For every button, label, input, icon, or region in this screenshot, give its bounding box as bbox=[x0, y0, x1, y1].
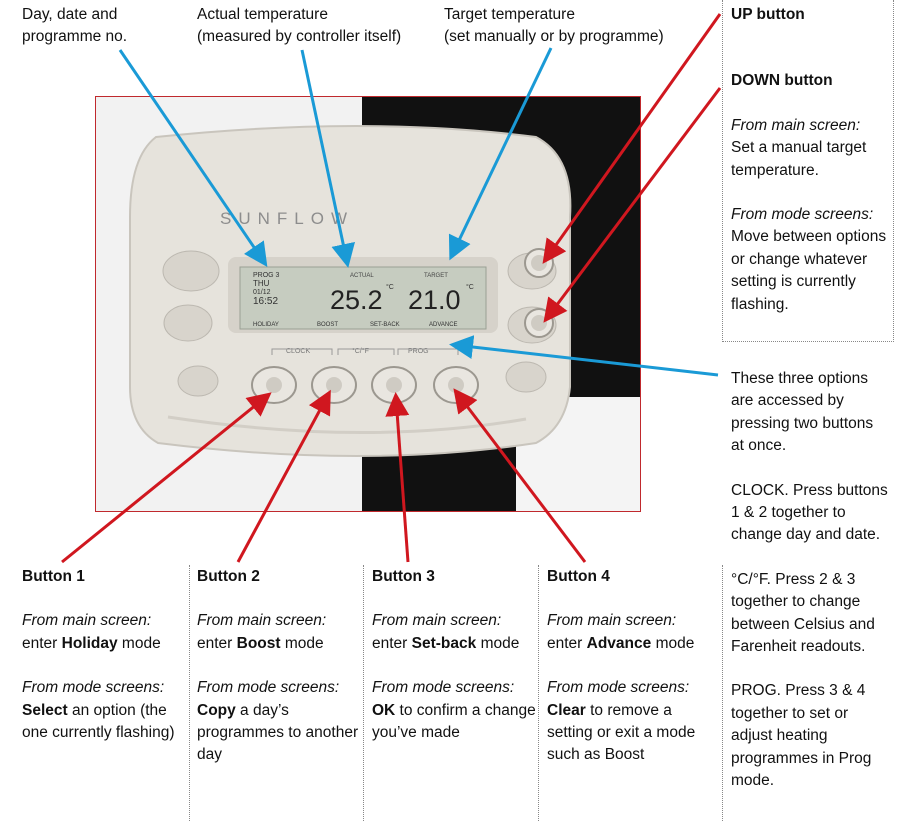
device-button-4[interactable] bbox=[433, 366, 479, 404]
svg-text:SET-BACK: SET-BACK bbox=[370, 322, 400, 328]
down-button-title: DOWN button bbox=[731, 72, 833, 90]
svg-text:21.0: 21.0 bbox=[408, 285, 461, 315]
svg-text:25.2: 25.2 bbox=[330, 285, 383, 315]
svg-text:ADVANCE: ADVANCE bbox=[429, 322, 458, 328]
svg-text:PROG: PROG bbox=[408, 348, 429, 355]
combo-cf: °C/°F. Press 2 & 3 together to change be… bbox=[731, 570, 875, 656]
combo-prog: PROG. Press 3 & 4 together to set or adj… bbox=[731, 682, 872, 790]
svg-text:CLOCK: CLOCK bbox=[286, 348, 310, 355]
up-button-title: UP button bbox=[731, 6, 805, 23]
device-button-1[interactable] bbox=[251, 366, 297, 404]
svg-text:TARGET: TARGET bbox=[424, 273, 448, 279]
svg-text:PROG 3: PROG 3 bbox=[253, 272, 280, 279]
svg-text:°C: °C bbox=[386, 283, 394, 291]
label-target-temperature: Target temperature (set manually or by p… bbox=[444, 6, 664, 46]
up-down-text: UP button DOWN button From main screen: … bbox=[731, 4, 891, 316]
svg-text:°C: °C bbox=[466, 283, 474, 291]
down-button[interactable] bbox=[524, 308, 554, 338]
label-day-date: Day, date and programme no. bbox=[22, 6, 128, 46]
button-3-description: Button 3 From main screen: enter Set-bac… bbox=[372, 568, 536, 742]
brand-logo: SUNFLOW bbox=[220, 209, 354, 228]
combo-intro: These three options are accessed by pres… bbox=[731, 370, 874, 455]
label-actual-temperature: Actual temperature (measured by controll… bbox=[197, 6, 402, 46]
svg-text:THU: THU bbox=[253, 279, 270, 288]
svg-text:°C/°F: °C/°F bbox=[352, 347, 369, 355]
svg-text:ACTUAL: ACTUAL bbox=[350, 273, 374, 279]
svg-text:16:52: 16:52 bbox=[253, 296, 278, 307]
up-down-box bbox=[722, 0, 894, 342]
button-1-description: Button 1 From main screen: enter Holiday… bbox=[22, 568, 175, 742]
device-button-3[interactable] bbox=[371, 366, 417, 404]
svg-text:BOOST: BOOST bbox=[317, 322, 338, 328]
up-button[interactable] bbox=[524, 248, 554, 278]
button-4-description: Button 4 From main screen: enter Advance… bbox=[547, 568, 696, 764]
svg-text:HOLIDAY: HOLIDAY bbox=[253, 322, 279, 328]
combo-options-text: These three options are accessed by pres… bbox=[731, 368, 889, 793]
combo-clock: CLOCK. Press buttons 1 & 2 together to c… bbox=[731, 481, 888, 544]
button-2-description: Button 2 From main screen: enter Boost m… bbox=[197, 568, 359, 764]
svg-text:01/12: 01/12 bbox=[253, 289, 271, 296]
device-button-2[interactable] bbox=[311, 366, 357, 404]
thermostat-photo: SUNFLOW PROG 3 THU 01/12 16:52 ACTUAL TA… bbox=[95, 96, 641, 512]
